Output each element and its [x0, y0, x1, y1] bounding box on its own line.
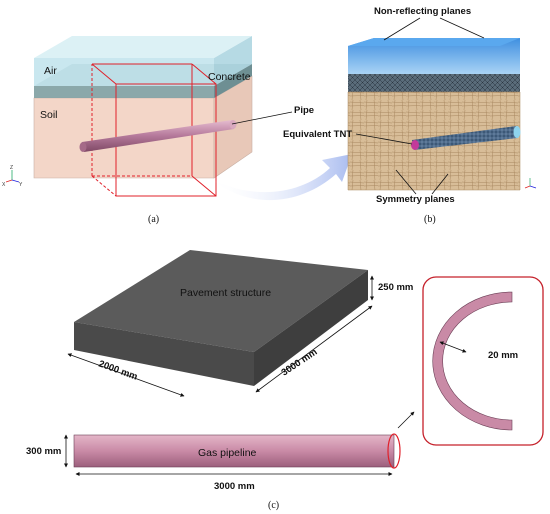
tnt-charge — [411, 140, 419, 150]
dim-width: 2000 mm — [97, 358, 139, 382]
panel-a: Air Concrete Soil Pipe Z X Y (a) — [2, 36, 314, 225]
gas-pipeline — [73, 434, 395, 468]
zoom-arrow — [397, 411, 415, 429]
non-reflecting-top — [348, 38, 520, 74]
pipe-leader — [231, 111, 293, 125]
axes-triad-b — [524, 178, 537, 189]
concrete-mesh-layer — [348, 74, 520, 92]
pipe-end-highlight — [387, 433, 401, 469]
pipe-mesh — [412, 126, 518, 150]
label-pipe: Pipe — [294, 105, 314, 116]
dim-pipe-length: 3000 mm — [214, 481, 255, 492]
concrete-layer-side — [214, 64, 252, 98]
air-top-face — [34, 36, 252, 58]
pipe-shape — [79, 120, 237, 152]
pavement-top — [74, 250, 368, 352]
caption-c: (c) — [268, 500, 279, 511]
label-soil: Soil — [40, 109, 58, 121]
concrete-layer — [34, 86, 214, 98]
dim-pipe-diameter: 300 mm — [26, 446, 61, 457]
panel-c: Pavement structure 250 mm 2000 mm 3000 m… — [26, 250, 544, 511]
label-symmetry: Symmetry planes — [376, 194, 455, 205]
air-front-face — [34, 58, 214, 86]
axes-triad-a: Z X Y — [2, 165, 23, 188]
dim-wall: 20 mm — [488, 350, 518, 361]
caption-b: (b) — [424, 214, 436, 225]
svg-text:X: X — [2, 182, 6, 188]
label-pavement: Pavement structure — [180, 287, 271, 299]
svg-text:Z: Z — [10, 165, 13, 171]
transition-arrow — [210, 154, 352, 201]
label-air: Air — [44, 65, 57, 77]
caption-a: (a) — [148, 214, 159, 225]
air-side-face — [214, 36, 252, 86]
dim-thickness: 250 mm — [378, 282, 413, 293]
pipe-wall-section — [432, 291, 513, 431]
label-pipeline: Gas pipeline — [198, 447, 257, 459]
label-tnt: Equivalent TNT — [283, 129, 352, 140]
panel-b: Non-reflecting planes Equivalent TNT Sym… — [283, 6, 537, 225]
label-concrete: Concrete — [208, 71, 251, 83]
label-nonreflecting: Non-reflecting planes — [374, 6, 471, 17]
svg-text:Y: Y — [19, 182, 23, 188]
